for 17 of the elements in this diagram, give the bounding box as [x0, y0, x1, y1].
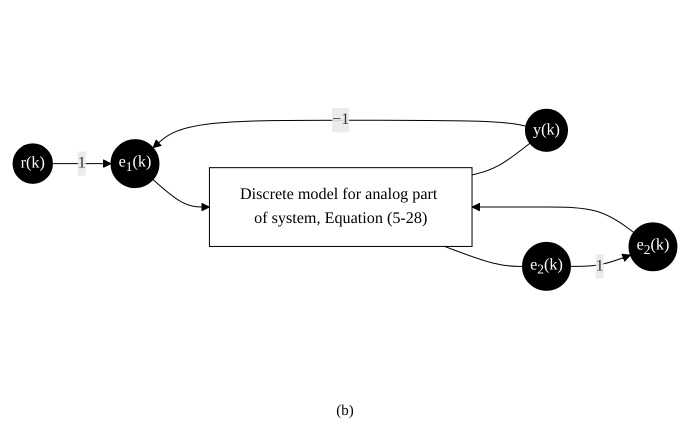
- edge-label: 1: [596, 258, 604, 275]
- connector: [444, 246, 523, 268]
- node-circle: e$_{2}$(k): [628, 222, 678, 272]
- node-box: Discrete model for analog part of system, Equation (5-28): [208, 167, 473, 248]
- edge-label: 1: [78, 154, 86, 172]
- caption: (b): [336, 402, 354, 421]
- node-circle: e$_{2}$(k): [522, 242, 571, 292]
- arrow: [52, 159, 112, 168]
- node-circle: e$_{1}$(k): [110, 139, 160, 188]
- arrow: [570, 254, 631, 268]
- arrow: [152, 179, 210, 212]
- connector: [472, 143, 530, 176]
- edge-label: −1: [332, 111, 350, 129]
- node-circle: r(k): [12, 144, 53, 184]
- arrow: [152, 120, 526, 148]
- arrow: [472, 202, 634, 234]
- node-circle: y(k): [524, 109, 568, 152]
